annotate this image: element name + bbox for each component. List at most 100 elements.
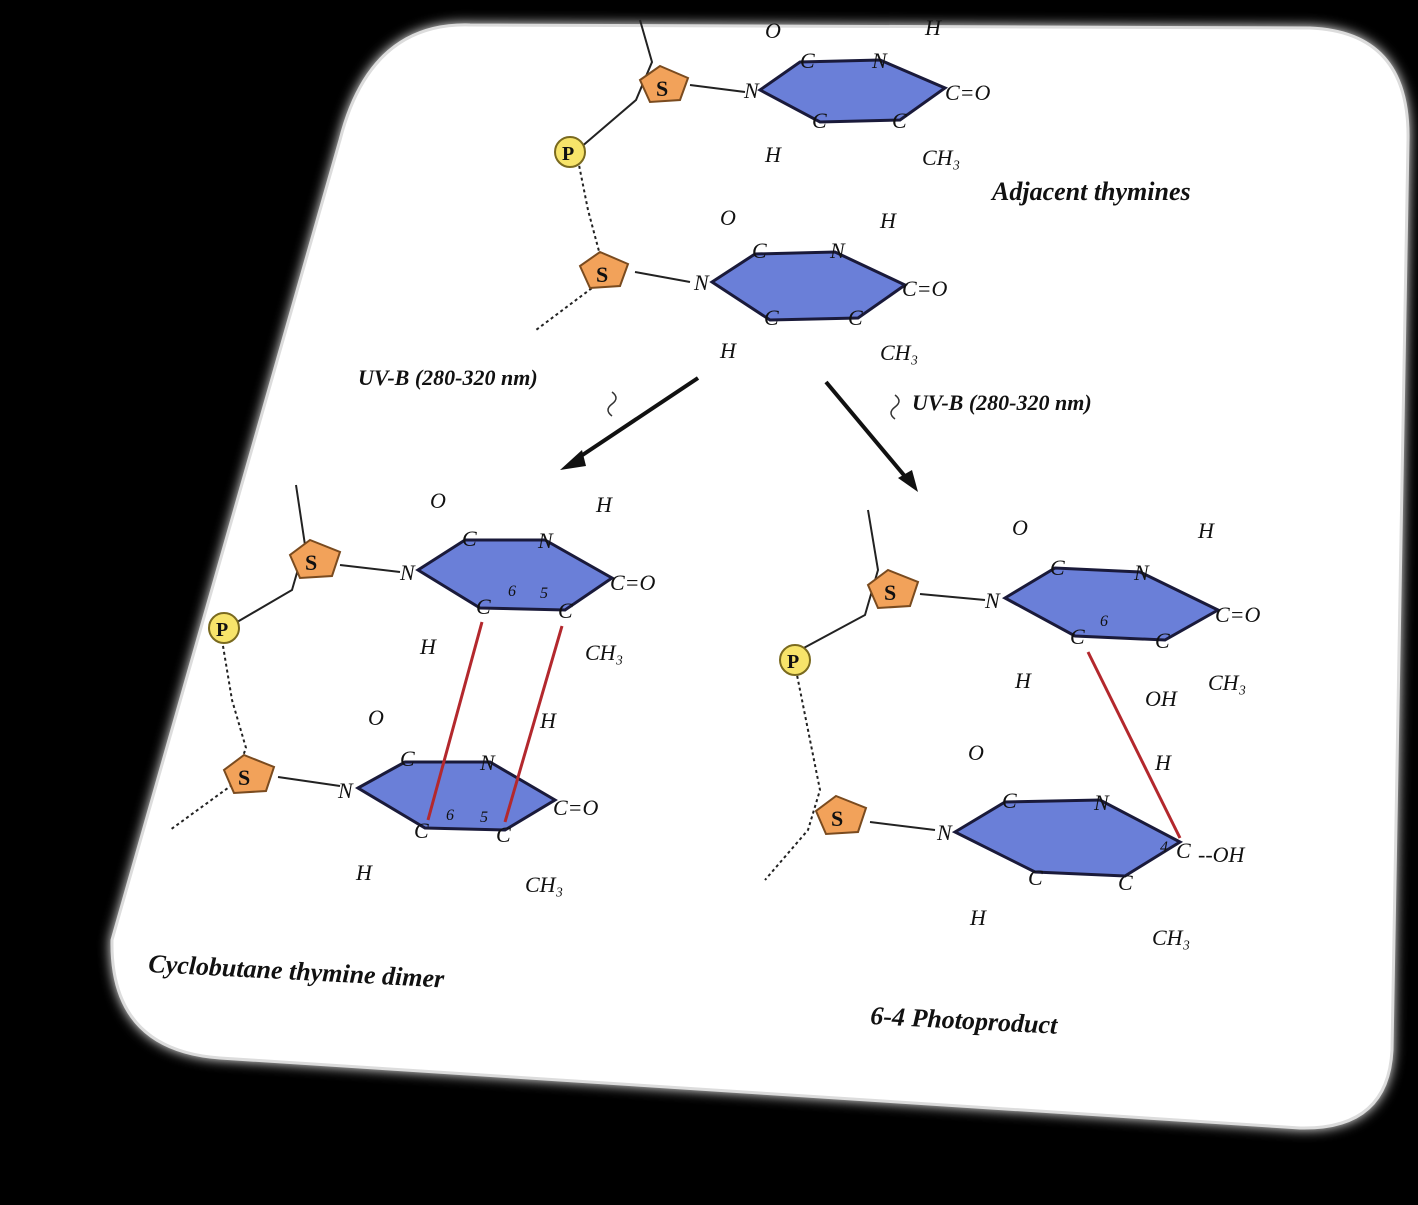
atom-label: H: [879, 208, 897, 233]
deoxyribose-sugar: [578, 250, 630, 290]
deoxyribose-sugar: [866, 568, 920, 610]
atom-label: N: [984, 588, 1001, 613]
deoxyribose-sugar: [222, 753, 276, 795]
atom-label: C: [1002, 788, 1017, 813]
glycosidic-bond: [277, 776, 341, 787]
atom-label: CH₃: [525, 872, 563, 897]
thymine-ring: [1001, 566, 1222, 642]
uv-label-right: UV-B (280-320 nm): [912, 390, 1092, 415]
atom-label: N: [829, 238, 846, 263]
atom-label: C=O: [553, 795, 599, 820]
atom-label: C: [752, 238, 767, 263]
atom-label: C: [1070, 624, 1085, 649]
atom-label: C: [800, 48, 815, 73]
sugar-label: S: [831, 806, 843, 831]
atom-label: CH₃: [922, 145, 960, 170]
phosphate-label: P: [562, 143, 574, 165]
backbone-line: [169, 639, 248, 831]
atom-label: C: [892, 108, 907, 133]
atom-label: H: [1197, 518, 1215, 543]
glycosidic-bond: [339, 564, 401, 573]
sugar-label: S: [884, 580, 896, 605]
atom-label: C: [1155, 628, 1170, 653]
arrowhead-left: [560, 450, 586, 470]
atom-label: O: [720, 205, 736, 230]
atom-label: C: [400, 746, 415, 771]
ring-position-6: 6: [1100, 613, 1108, 630]
cyclobutane-dimer-group: S P S N C N C=O C C 6 5 O H H CH₃ N C N …: [148, 484, 656, 994]
atom-label: C: [764, 305, 779, 330]
atom-label: H: [539, 708, 557, 733]
atom-label: N: [936, 820, 953, 845]
sugar-label: S: [305, 550, 317, 575]
atom-label: C: [812, 108, 827, 133]
atom-label: C: [558, 598, 573, 623]
photoproduct-group: S P S N C N C=O C C 6 O H H OH CH₃ N C N…: [764, 509, 1261, 1040]
phosphate-group: [554, 136, 586, 168]
atom-label: N: [537, 528, 554, 553]
atom-label: CH₃: [1152, 925, 1190, 950]
glycosidic-bond: [869, 821, 936, 831]
cyclobutane-crosslink: [426, 621, 484, 821]
atom-label: H: [595, 492, 613, 517]
atom-label: N: [1133, 560, 1150, 585]
atom-label: O: [968, 740, 984, 765]
glycosidic-bond: [634, 271, 691, 283]
atom-label: C: [1118, 870, 1133, 895]
photoproduct-crosslink: [1086, 651, 1182, 839]
backbone-line: [764, 669, 822, 881]
ring-position-4: 4: [1160, 839, 1168, 856]
atom-label: N: [693, 270, 710, 295]
atom-label: H: [419, 634, 437, 659]
atom-label: C: [462, 526, 477, 551]
atom-label: H: [969, 905, 987, 930]
cyclobutane-crosslink: [503, 625, 564, 823]
atom-label: H: [1014, 668, 1032, 693]
deoxyribose-sugar: [288, 538, 342, 580]
atom-label: C: [476, 594, 491, 619]
atom-label: N: [479, 750, 496, 775]
thymine-ring: [757, 58, 949, 124]
atom-label: C=O: [1215, 602, 1261, 627]
atom-label: --OH: [1198, 842, 1246, 867]
atom-label: OH: [1145, 686, 1178, 711]
sugar-label: S: [238, 765, 250, 790]
atom-label: N: [399, 560, 416, 585]
deoxyribose-sugar: [638, 64, 690, 104]
atom-label: O: [1012, 515, 1028, 540]
deoxyribose-sugar: [814, 794, 868, 836]
uv-label-left: UV-B (280-320 nm): [358, 365, 538, 390]
atom-label: H: [924, 15, 942, 40]
thymine-ring: [354, 760, 558, 832]
phosphate-group: [779, 644, 811, 676]
atom-label: N: [1093, 790, 1110, 815]
atom-label: N: [337, 778, 354, 803]
glycosidic-bond: [689, 84, 746, 93]
arrow-right: [824, 380, 910, 482]
sugar-label: S: [656, 76, 668, 101]
atom-label: C: [414, 818, 429, 843]
phosphate-label: P: [787, 651, 799, 673]
atom-label: H: [764, 142, 782, 167]
atom-label: O: [368, 705, 384, 730]
ring-position-5: 5: [540, 585, 548, 602]
atom-label: H: [719, 338, 737, 363]
thymine-ring: [709, 250, 908, 322]
reaction-arrows: UV-B (280-320 nm) UV-B (280-320 nm): [358, 365, 1092, 492]
atom-label: C=O: [945, 80, 991, 105]
ring-position-5: 5: [480, 809, 488, 826]
thymine-ring: [415, 538, 615, 612]
atom-label: H: [1154, 750, 1172, 775]
sugar-label: S: [596, 262, 608, 287]
atom-label: C: [1050, 555, 1065, 580]
atom-label: CH₃: [880, 340, 918, 365]
atom-label: C: [848, 305, 863, 330]
uv-squiggle-left: [607, 391, 617, 417]
adjacent-thymines-group: S P S N C N C=O C C O H H CH₃ N C N C=O …: [535, 15, 1191, 365]
ring-position-6: 6: [446, 807, 454, 824]
atom-label: N: [743, 78, 760, 103]
atom-label: C: [1028, 865, 1043, 890]
arrow-left: [570, 376, 700, 464]
